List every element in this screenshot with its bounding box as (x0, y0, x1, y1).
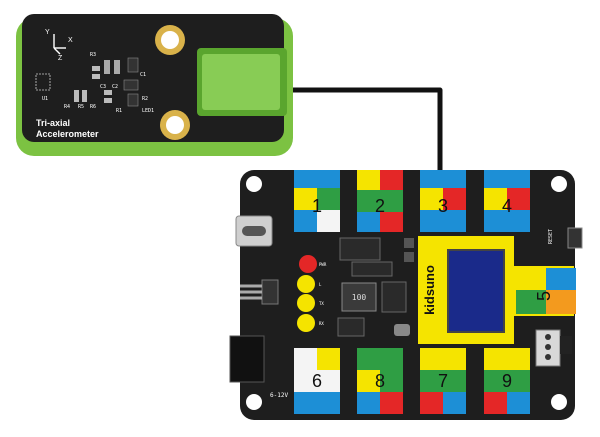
port-7 (420, 348, 466, 414)
led-rx (297, 314, 315, 332)
accelerometer-module: X Y Z R3 R4 R5 R6 C1 C2 C3 U1 R1 R2 LED1… (16, 14, 293, 156)
led-tx (297, 294, 315, 312)
port-4 (484, 170, 530, 232)
led-label-rx: RX (319, 321, 324, 326)
port-6 (294, 348, 340, 414)
silk-c3: C3 (100, 84, 106, 90)
port-label-6: 6 (312, 371, 322, 391)
port-label-4: 4 (502, 196, 512, 216)
brand-logo: kidsuno (422, 265, 437, 315)
port-8 (357, 348, 403, 414)
axis-icon (53, 34, 66, 55)
chip (339, 237, 381, 261)
axis-y-label: Y (45, 29, 50, 36)
silk-c1: C1 (140, 72, 146, 78)
oled-screen (447, 249, 505, 333)
port-9 (484, 348, 530, 414)
silk-r5: R5 (78, 104, 84, 110)
silk-r6: R6 (90, 104, 96, 110)
regulator (337, 317, 365, 337)
led-label-tx: TX (319, 301, 324, 306)
silk-u1: U1 (42, 96, 48, 102)
reset-label: RESET (548, 229, 554, 244)
dc-power-jack (229, 335, 265, 383)
port-label-8: 8 (375, 371, 385, 391)
inductor-label: 100 (352, 293, 367, 302)
port-label-1: 1 (312, 196, 322, 216)
silk-r2: R2 (142, 96, 148, 102)
port-5 (516, 268, 576, 314)
silk-r3: R3 (90, 52, 96, 58)
silk-led1: LED1 (142, 108, 154, 114)
axis-z-label: Z (58, 55, 63, 62)
port-label-7: 7 (438, 371, 448, 391)
reset-button (567, 227, 583, 249)
port-label-2: 2 (375, 196, 385, 216)
inductor (341, 282, 377, 312)
silk-c2: C2 (112, 84, 118, 90)
power-led (299, 255, 317, 273)
port-1 (294, 170, 340, 232)
chip (351, 261, 393, 277)
axis-x-label: X (68, 37, 73, 44)
silk-r1: R1 (116, 108, 122, 114)
led-label-l: L (319, 282, 322, 287)
led-l (297, 275, 315, 293)
main-board: 1 2 3 4 PWR L TX RX 100 (229, 170, 583, 420)
port-label-5: 5 (534, 291, 554, 301)
led-label-pwr: PWR (319, 262, 327, 267)
silk-r4: R4 (64, 104, 70, 110)
port-label-9: 9 (502, 371, 512, 391)
port-2 (357, 170, 403, 232)
port-label-3: 3 (438, 196, 448, 216)
connector-cable (285, 87, 443, 175)
module-name-line2: Accelerometer (36, 129, 99, 139)
port-3 (420, 170, 466, 232)
power-label: 6-12V (270, 392, 288, 399)
module-name-line1: Tri-axial (36, 118, 70, 128)
